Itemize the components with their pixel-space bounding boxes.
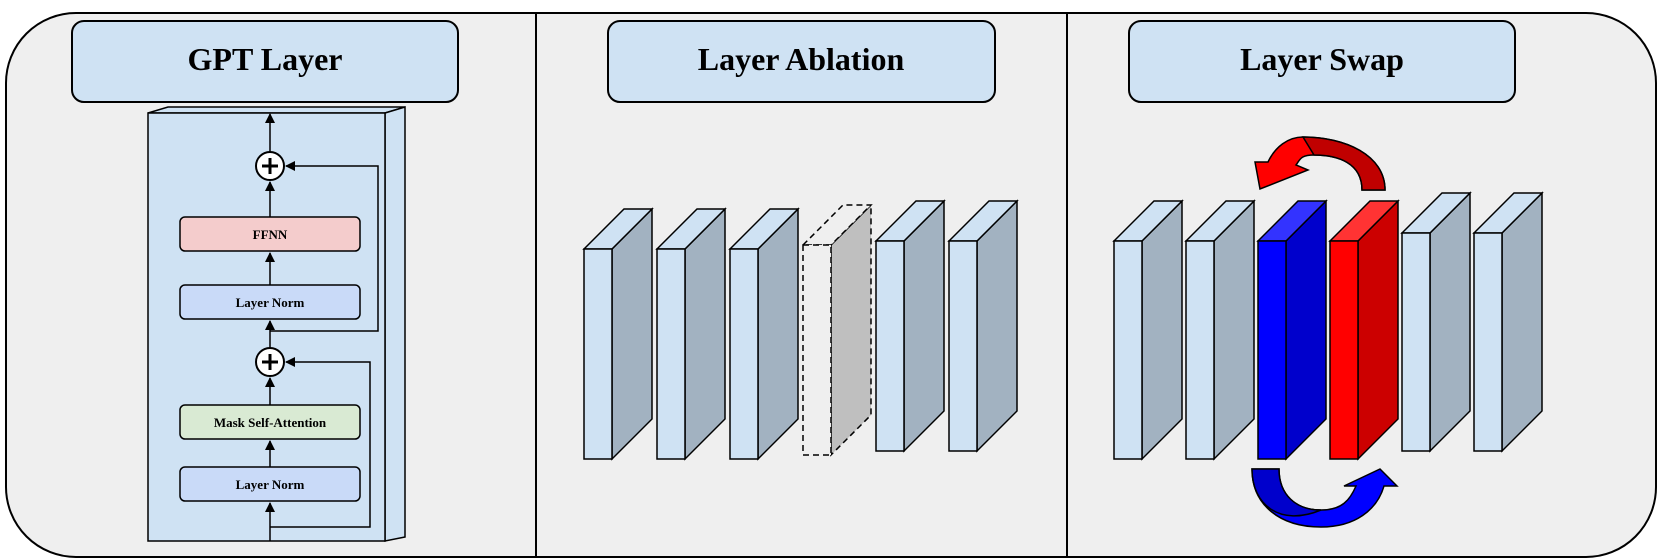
svg-text:Mask Self-Attention: Mask Self-Attention <box>214 415 327 430</box>
panel-layer-swap: Layer Swap <box>1128 20 1516 103</box>
ablation-layer-6 <box>947 199 1019 453</box>
block-ffnn: FFNN <box>179 216 361 252</box>
swap-layer-4 <box>1328 199 1400 461</box>
gpt-slab-top <box>147 106 406 114</box>
title-box-gpt-layer <box>71 20 459 103</box>
ablation-layer-5 <box>874 199 946 453</box>
title-layer-swap: Layer Swap <box>1240 41 1404 77</box>
swap-layer-3 <box>1256 199 1328 461</box>
title-layer-ablation: Layer Ablation <box>698 41 905 77</box>
title-gpt-layer: GPT Layer <box>188 41 343 77</box>
swap-layer-6 <box>1472 191 1544 453</box>
swap-layer-5 <box>1400 191 1472 453</box>
gpt-layer-diagram: FFNN Layer Norm Mask Self-Attention Laye… <box>147 105 406 542</box>
svg-text:FFNN: FFNN <box>253 227 288 242</box>
swap-layer-1 <box>1112 199 1184 461</box>
ablation-layer-3 <box>728 207 800 461</box>
swap-arrow-blue-shade <box>1251 468 1322 517</box>
swap-arrows <box>1251 136 1399 528</box>
title-box-layer-swap <box>1128 20 1516 103</box>
block-mask-self-attention: Mask Self-Attention <box>179 404 361 440</box>
block-layer-norm-lower: Layer Norm <box>179 466 361 502</box>
ablation-layer-1 <box>582 207 654 461</box>
swap-layers <box>1112 191 1544 461</box>
ablation-layer-2 <box>655 207 727 461</box>
svg-text:Layer Norm: Layer Norm <box>236 477 305 492</box>
flow-arrows <box>265 113 379 541</box>
title-box-layer-ablation <box>607 20 996 103</box>
panel-layer-ablation: Layer Ablation <box>607 20 996 103</box>
ablation-layer-4 <box>801 203 873 457</box>
add-node-upper <box>255 151 285 181</box>
svg-text:Layer Norm: Layer Norm <box>236 295 305 310</box>
gpt-slab-side <box>384 105 406 542</box>
panel-gpt-layer: GPT Layer <box>71 20 459 103</box>
add-node-lower <box>255 347 285 377</box>
swap-arrow-red-shade <box>1301 136 1386 191</box>
block-layer-norm-upper: Layer Norm <box>179 284 361 320</box>
ablation-layers <box>582 199 1019 461</box>
swap-layer-2 <box>1184 199 1256 461</box>
